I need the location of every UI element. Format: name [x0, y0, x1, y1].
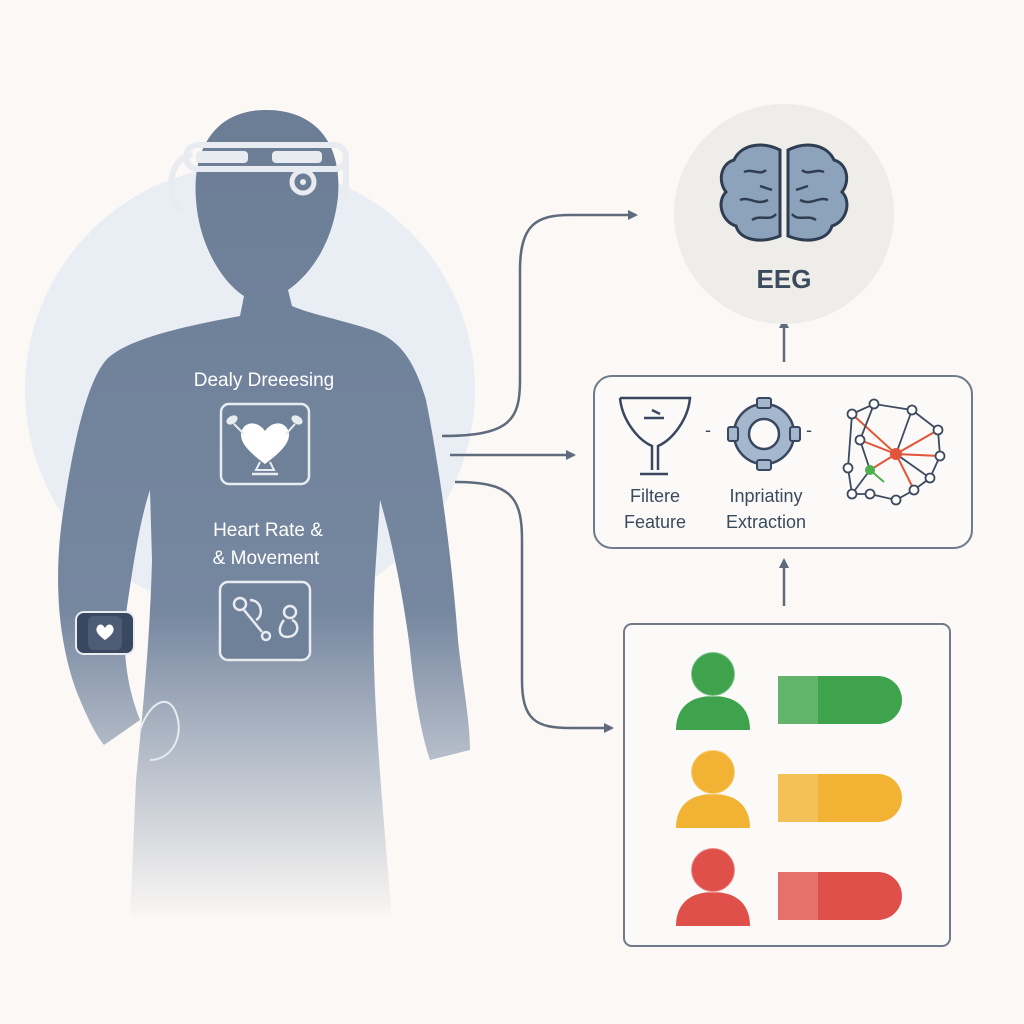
- gear-icon: [727, 397, 801, 471]
- outcome-row-yellow: [676, 749, 902, 828]
- arrow-to-eeg: [441, 210, 638, 438]
- outcome-rows: [676, 651, 902, 926]
- svg-text:-: -: [705, 420, 711, 440]
- funnel-filter-icon: [618, 396, 692, 476]
- heart-rate-label-line1: Heart Rate &: [213, 520, 323, 541]
- status-bar-yellow: [778, 774, 902, 822]
- human-silhouette: [58, 110, 471, 920]
- eeg-label: EEG: [757, 264, 812, 294]
- outcome-row-green: [676, 651, 902, 730]
- eeg-headband-icon: [168, 142, 349, 213]
- movement-link-icon: [218, 580, 312, 662]
- status-bar-green: [778, 676, 902, 724]
- processing-panel: - -: [593, 375, 973, 549]
- neural-network-icon: [842, 398, 946, 506]
- svg-text:-: -: [806, 420, 812, 440]
- filter-label-line1: Filtere: [630, 486, 680, 506]
- extraction-label-line2: Extraction: [726, 512, 806, 532]
- person-icon: [676, 749, 750, 828]
- connector-arrows: [441, 210, 789, 733]
- outcome-row-red: [676, 847, 902, 926]
- eeg-node: EEG: [674, 104, 894, 324]
- person-icon: [676, 651, 750, 730]
- person-icon: [676, 847, 750, 926]
- extraction-label-line1: Inpriatiny: [729, 486, 802, 506]
- outcomes-panel: [623, 623, 951, 947]
- heart-smartwatch-icon: [75, 611, 180, 761]
- daily-dressing-label: Dealy Dreeesing: [194, 370, 334, 391]
- brain-icon: [719, 143, 849, 242]
- status-bar-red: [778, 872, 902, 920]
- filter-label-line2: Feature: [624, 512, 686, 532]
- heart-rate-label-line2: & Movement: [213, 548, 320, 569]
- heart-trophy-icon: [219, 402, 311, 486]
- arrow-to-outcomes: [454, 480, 614, 733]
